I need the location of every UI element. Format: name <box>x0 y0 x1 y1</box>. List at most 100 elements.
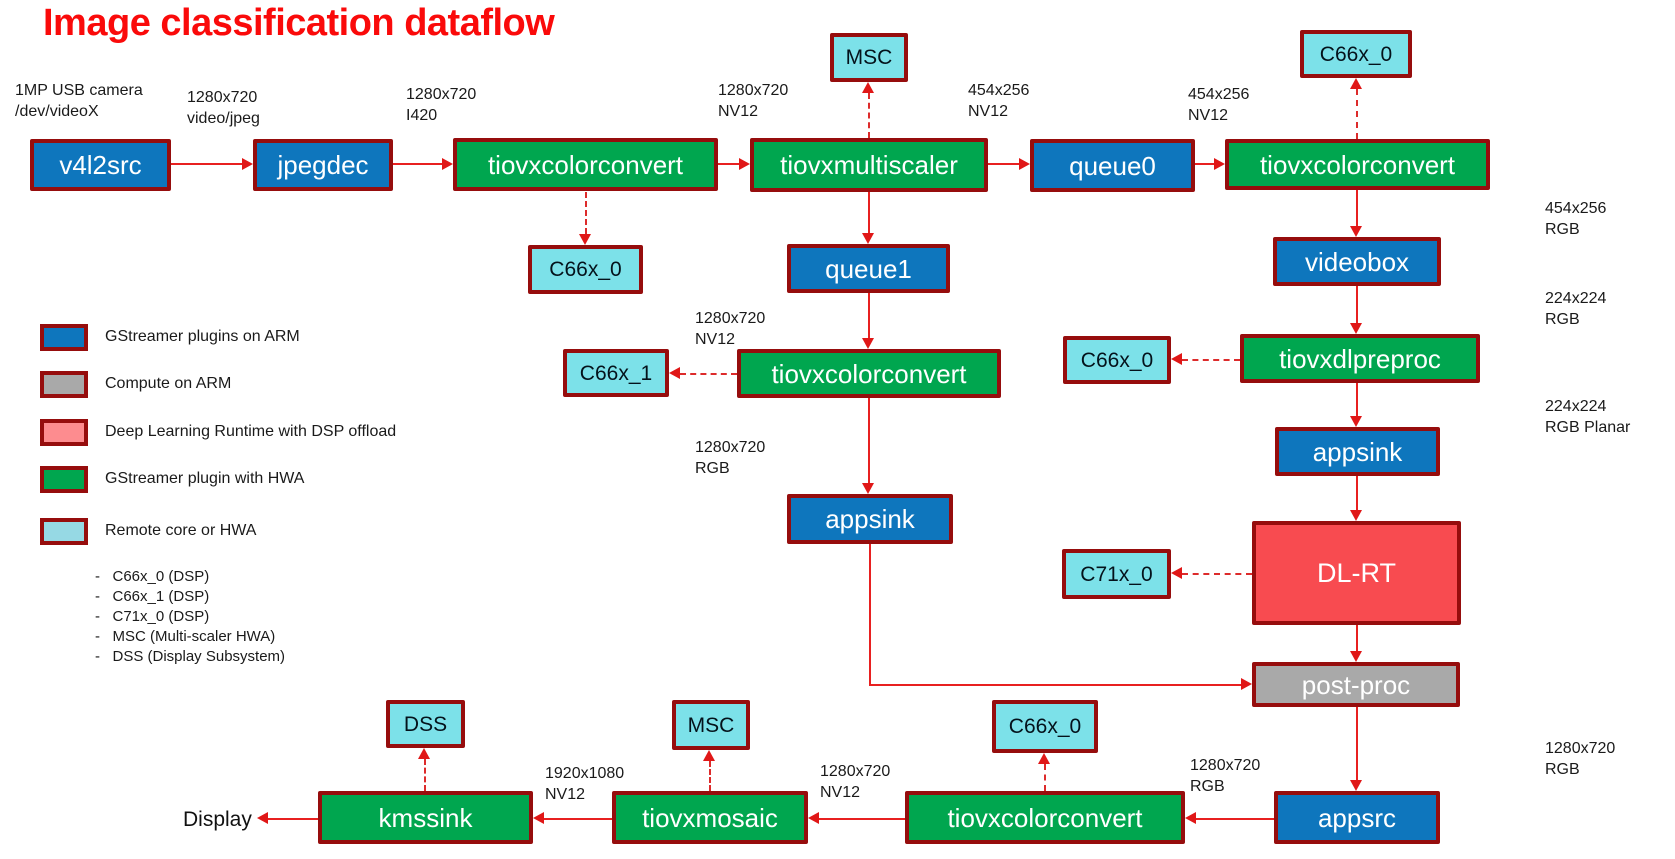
arrowhead-videobox-dlpreproc <box>1350 323 1362 334</box>
arrowhead-colorconvert-multiscaler <box>739 158 750 170</box>
arrow-jpegdec-colorconvert <box>393 163 442 165</box>
arrowhead-colorconvert-mosaic <box>808 812 819 824</box>
node-tiovxdlpreproc: tiovxdlpreproc <box>1240 334 1480 383</box>
node-tiovxmosaic: tiovxmosaic <box>612 791 808 844</box>
arrow-queue1-colorconvert <box>868 293 870 338</box>
legend-swatch-dl-runtime <box>40 418 88 446</box>
arrow-postproc-appsrc <box>1356 707 1358 780</box>
arrowhead-colorconvert-c66x1 <box>669 367 680 379</box>
arrow-kmssink-display <box>268 818 318 820</box>
dashed-arrow-colorconvert-c66x1 <box>680 373 737 375</box>
node-kmssink: kmssink <box>318 791 533 844</box>
arrowhead-multiscaler-msc <box>862 82 874 93</box>
node-c66x0-preproc: C66x_0 <box>1063 336 1171 384</box>
arrow-appsrc-colorconvert <box>1196 818 1274 820</box>
dashed-arrow-mosaic-msc <box>709 761 711 791</box>
arrow-videobox-dlpreproc <box>1356 286 1358 323</box>
arrow-colorconvert-multiscaler <box>718 163 739 165</box>
arrowhead-multiscaler-queue0 <box>1019 158 1030 170</box>
dashed-arrow-multiscaler-msc <box>868 93 870 138</box>
arrow-colorconvert-appsink <box>868 398 870 483</box>
node-c66x0-top: C66x_0 <box>1300 30 1412 78</box>
dashed-arrow-dlrt-c71x0 <box>1182 573 1252 575</box>
dashed-arrow-colorconvert-c66x0-bottom <box>1044 764 1046 791</box>
arrowhead-jpegdec-colorconvert <box>442 158 453 170</box>
arrow-appsink-postproc-vertical <box>869 544 871 685</box>
node-c66x0-capture: C66x_0 <box>528 245 643 294</box>
dashed-arrow-dlpreproc-c66x0 <box>1182 359 1240 361</box>
arrow-dlpreproc-appsink <box>1356 383 1358 416</box>
arrowhead-queue1-colorconvert <box>862 338 874 349</box>
legend-label-gstreamer-hwa: GStreamer plugin with HWA <box>105 470 305 487</box>
arrow-v4l2src-jpegdec <box>171 163 242 165</box>
legend-row-compute-arm: Compute on ARM <box>40 370 231 398</box>
page-title: Image classification dataflow <box>43 2 555 44</box>
arrowhead-kmssink-display <box>257 812 268 824</box>
legend-swatch-gstreamer-arm <box>40 323 88 351</box>
node-tiovxmultiscaler: tiovxmultiscaler <box>750 138 988 192</box>
node-appsrc: appsrc <box>1274 791 1440 844</box>
legend-row-gstreamer-hwa: GStreamer plugin with HWA <box>40 465 304 493</box>
node-queue1: queue1 <box>787 244 950 293</box>
node-tiovxcolorconvert-mid: tiovxcolorconvert <box>737 349 1001 398</box>
arrowhead-colorconvert-c66x0-bottom <box>1038 753 1050 764</box>
core-list-item-c71x0: - C71x_0 (DSP) <box>95 608 210 625</box>
legend-swatch-remote-core <box>40 517 88 545</box>
arrowhead-colorconvert-c66x0-top <box>1350 78 1362 89</box>
arrow-appsink-dlrt <box>1356 476 1358 510</box>
arrow-multiscaler-queue0 <box>988 163 1019 165</box>
legend-label-remote-core: Remote core or HWA <box>105 522 257 539</box>
node-c66x0-bottom: C66x_0 <box>992 700 1098 753</box>
arrow-dlrt-postproc <box>1356 625 1358 651</box>
node-tiovxcolorconvert-right: tiovxcolorconvert <box>1225 139 1490 190</box>
arrow-multiscaler-queue1 <box>868 192 870 233</box>
node-post-proc: post-proc <box>1252 662 1460 707</box>
legend-row-gstreamer-arm: GStreamer plugins on ARM <box>40 323 300 351</box>
dashed-arrow-colorconvert-c66x0-top <box>1356 89 1358 139</box>
legend-label-dl-runtime: Deep Learning Runtime with DSP offload <box>105 423 397 440</box>
legend-row-remote-core: Remote core or HWA <box>40 517 256 545</box>
arrowhead-dlpreproc-c66x0 <box>1171 353 1182 365</box>
arrowhead-multiscaler-queue1 <box>862 233 874 244</box>
legend-swatch-compute-arm <box>40 370 88 398</box>
node-c71x0: C71x_0 <box>1062 549 1171 599</box>
arrowhead-appsink-postproc <box>1241 678 1252 690</box>
node-appsink-mid: appsink <box>787 494 953 544</box>
arrowhead-colorconvert-appsink <box>862 483 874 494</box>
arrow-colorconvert-mosaic <box>819 818 905 820</box>
core-list: - C66x_0 (DSP) - C66x_1 (DSP) - C71x_0 (… <box>95 567 285 667</box>
node-msc-top: MSC <box>830 33 908 82</box>
arrowhead-queue0-colorconvert <box>1214 158 1225 170</box>
core-list-item-dss: - DSS (Display Subsystem) <box>95 648 286 665</box>
node-v4l2src: v4l2src <box>30 139 171 191</box>
dashed-arrow-colorconvert-c66x0-capture <box>585 192 587 234</box>
arrowhead-appsrc-colorconvert <box>1185 812 1196 824</box>
arrowhead-colorconvert-c66x0-capture <box>579 234 591 245</box>
arrow-colorconvert-videobox <box>1356 190 1358 226</box>
node-videobox: videobox <box>1273 237 1441 286</box>
arrowhead-appsink-dlrt <box>1350 510 1362 521</box>
node-c66x1: C66x_1 <box>563 349 669 397</box>
core-list-item-c66x1: - C66x_1 (DSP) <box>95 588 210 605</box>
arrow-queue0-colorconvert <box>1195 163 1214 165</box>
arrowhead-dlpreproc-appsink <box>1350 416 1362 427</box>
node-tiovxcolorconvert-top: tiovxcolorconvert <box>453 138 718 191</box>
arrow-appsink-postproc-horizontal <box>869 684 1241 686</box>
flow-label-camera: 1MP USB camera/dev/videoX <box>15 82 143 120</box>
arrowhead-kmssink-dss <box>418 748 430 759</box>
node-dss: DSS <box>386 700 465 748</box>
arrowhead-dlrt-postproc <box>1350 651 1362 662</box>
arrowhead-dlrt-c71x0 <box>1171 567 1182 579</box>
